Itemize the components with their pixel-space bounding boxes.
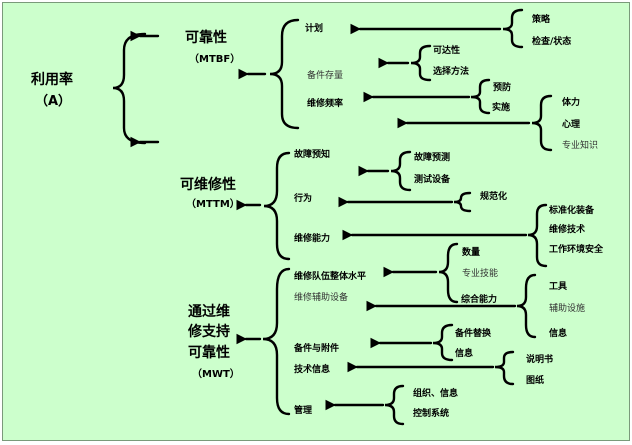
freq-sub-0: 预防 — [493, 83, 512, 93]
ability-sub-1: 维修技术 — [549, 225, 586, 235]
team-sub-1: 专业技能 — [462, 269, 499, 279]
mwt-item-mgmt: 管理 — [294, 406, 313, 416]
plan-sub-1: 检查/状态 — [532, 37, 572, 47]
mtbf-item-freq: 维修频率 — [307, 99, 344, 109]
docs-sub-1: 图纸 — [526, 376, 545, 386]
mgmt-sub-1: 控制系统 — [413, 409, 450, 419]
tools-sub-2: 信息 — [549, 329, 568, 339]
docs-sub-0: 说明书 — [526, 355, 554, 365]
mtbf-title: 可靠性 — [185, 30, 227, 46]
freq-sub-brace — [470, 78, 491, 115]
fault-sub-0: 故障预测 — [414, 153, 451, 163]
fault-sub-1: 测试设备 — [414, 175, 451, 185]
freq-sub2-2: 专业知识 — [562, 141, 599, 151]
mwt-item-info: 技术信息 — [294, 365, 331, 375]
mttm-title: 可维修性 — [180, 177, 236, 193]
fault-sub-brace — [390, 150, 412, 192]
ability-sub-0: 标准化装备 — [549, 206, 595, 216]
freq-sub2-1: 心理 — [562, 120, 581, 130]
root-title: 利用率 — [31, 72, 73, 88]
spare-sub-0: 可达性 — [433, 46, 461, 56]
mttm-item-ability: 维修能力 — [294, 234, 331, 244]
mgmt-sub-brace — [384, 384, 405, 426]
mwt-title-line-1: 通过维 — [188, 304, 230, 320]
docs-sub-brace — [494, 350, 515, 386]
root-brace — [112, 32, 147, 145]
team-sub-brace — [438, 242, 459, 304]
freq-sub-1: 实施 — [492, 103, 511, 113]
mttm-item-fault: 故障预知 — [294, 150, 331, 160]
mtbf-abbr: （MTBF） — [189, 54, 241, 65]
mwt-title-line-3: 可靠性 — [188, 345, 230, 361]
tools-sub-1: 辅助设施 — [549, 304, 586, 314]
mwt-item-parts: 备件与附件 — [294, 344, 340, 354]
spare-sub-brace — [410, 44, 432, 82]
ability-sub-brace — [527, 203, 548, 268]
freq-sub2-brace — [531, 94, 553, 152]
mgmt-sub-0: 组织、信息 — [413, 389, 459, 399]
spare-sub-1: 选择方法 — [433, 67, 470, 77]
mwt-item-team: 维修队伍整体水平 — [294, 272, 367, 282]
team-sub-2: 综合能力 — [461, 295, 498, 305]
mttm-abbr: （MTTM） — [186, 199, 240, 210]
team-sub-0: 数量 — [462, 248, 481, 258]
parts-sub-0: 备件替换 — [455, 329, 492, 339]
tools-sub-0: 工具 — [549, 282, 568, 292]
tools-sub-brace — [516, 273, 537, 339]
mwt-abbr: （MWT） — [192, 369, 240, 380]
behavior-sub-0: 规范化 — [480, 192, 508, 202]
mtbf-brace — [269, 18, 300, 130]
behavior-sub-brace — [453, 191, 472, 213]
parts-sub-1: 信息 — [455, 349, 474, 359]
plan-sub-0: 策略 — [532, 15, 551, 25]
ability-sub-2: 工作环境安全 — [549, 245, 604, 255]
mwt-brace — [262, 267, 291, 416]
plan-sub-brace — [502, 8, 524, 49]
mttm-item-behavior: 行为 — [294, 194, 313, 204]
root-abbr: （A） — [35, 94, 72, 109]
mtbf-item-plan: 计划 — [305, 24, 324, 34]
parts-sub-brace — [432, 323, 454, 362]
mttm-brace — [263, 151, 291, 261]
mtbf-item-spare: 备件存量 — [307, 71, 344, 81]
mwt-item-aux: 维修辅助设备 — [294, 293, 349, 303]
freq-sub2-0: 体力 — [562, 98, 581, 108]
mwt-title-line-2: 修支持 — [188, 324, 230, 340]
